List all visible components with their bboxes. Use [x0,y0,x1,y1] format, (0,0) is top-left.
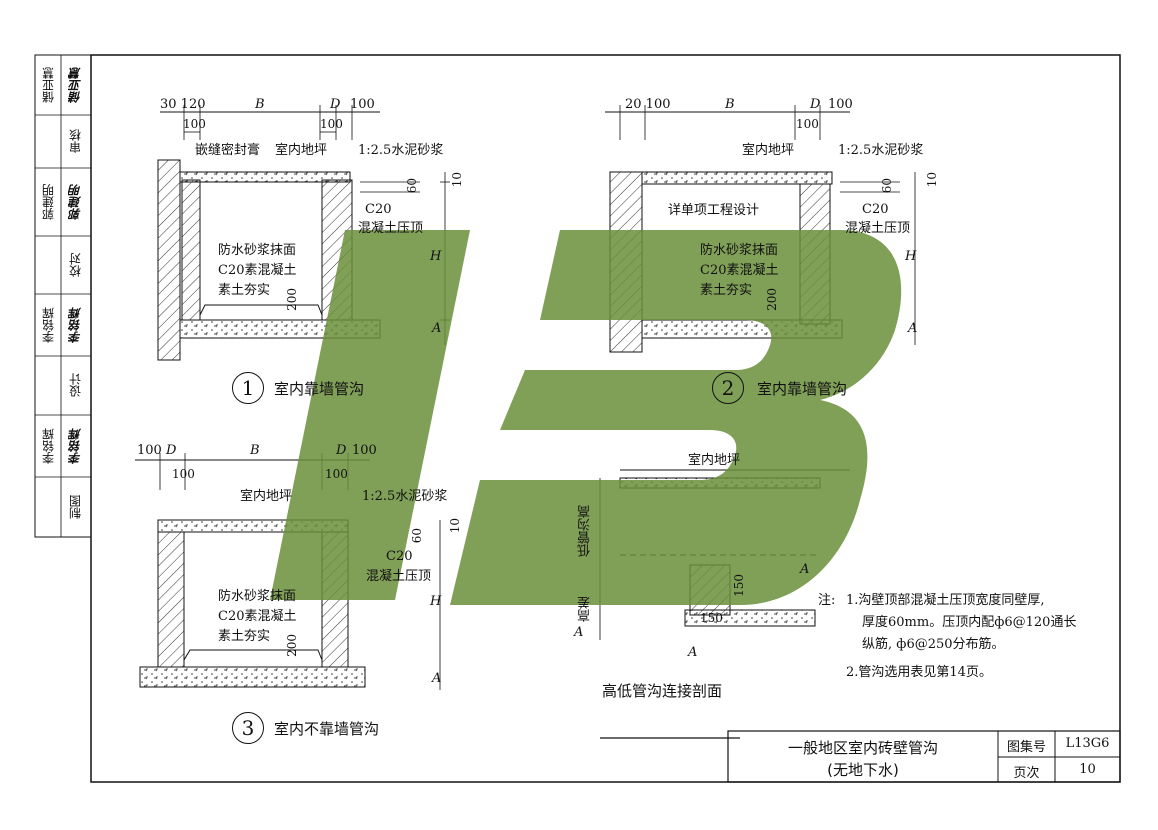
d2-number-circle: 2 [712,372,744,404]
d2-dim-right100: 100 [828,97,853,112]
sidebar-role-design: 设计 [68,373,83,398]
drawing-subtitle: (无地下水) [827,761,899,779]
sidebar-name-1: 储亚慧 [41,67,56,103]
d3-dim-10: 10 [448,518,462,534]
d1-label-coping: 混凝土压顶 [358,221,424,236]
d1-dim-sub100b: 100 [320,117,343,131]
d3-dim-sub100a: 100 [172,467,195,481]
page-number-value: 10 [1079,762,1096,777]
d2-dim-A: A [908,321,918,336]
d3-dim-H: H [430,594,442,609]
atlas-number-label: 图集号 [1006,740,1046,755]
section-A2: A [574,625,584,640]
d3-label-mortar: 1:2.5水泥砂浆 [362,489,448,504]
note-1-line-3: 纵筋, ф6@250分布筋。 [862,637,1005,652]
section-label-low-height: 低管沟高 [578,505,593,557]
d1-label-floor: 室内地坪 [275,143,328,158]
sidebar-name-3: 李铭辉 [41,307,56,343]
d3-dim-A: A [432,671,442,686]
d3-label-coping: 混凝土压顶 [366,569,432,584]
section-A1: A [800,562,810,577]
d1-dim-B: B [255,97,265,112]
sidebar-name-2: 郭建明 [41,184,56,220]
d1-dim-200: 200 [285,288,299,311]
d3-dim-left100: 100 [137,443,162,458]
d3-layer-3: 素土夯实 [218,629,271,644]
d1-label-c20: C20 [365,202,392,217]
d2-label-design: 详单项工程设计 [668,203,760,218]
d2-dim-sub100: 100 [796,117,819,131]
d1-dim-H: H [430,249,442,264]
sidebar-role-drafting: 制图 [68,495,83,519]
section-caption: 高低管沟连接剖面 [602,682,723,700]
sidebar-name-4: 李铭辉 [41,428,56,464]
note-2: 2.管沟选用表见第14页。 [846,665,992,680]
title-block: 一般地区室内砖壁管沟 (无地下水) 图集号 L13G6 页次 10 [728,731,1120,782]
sidebar-role-review: 审核 [68,129,83,154]
d2-label-c20: C20 [862,202,889,217]
notes-label: 注: [818,593,836,608]
d1-dim-D: D [330,97,341,112]
sidebar-signature-1: 储亚慧 [68,67,83,103]
d3-dim-right100: 100 [352,443,377,458]
d2-label-coping: 混凝土压顶 [845,221,911,236]
section-A3: A [688,645,698,660]
section-dim-150a: 150 [732,574,746,597]
d3-dim-D1: D [166,443,177,458]
d2-dim-200: 200 [765,288,779,311]
d1-dim-sub100a: 100 [183,117,206,131]
section-dim-150b: 150 [700,611,723,625]
d2-dim-D: D [810,97,821,112]
d2-caption: 室内靠墙管沟 [757,380,848,398]
d2-dim-60: 60 [880,178,894,194]
page-number-label: 页次 [1013,766,1040,781]
d1-dim-right100: 100 [350,97,375,112]
d3-number-circle: 3 [232,712,264,744]
d2-label-mortar: 1:2.5水泥砂浆 [838,143,924,158]
sidebar-signature-2: 郭建明 [68,184,83,220]
sidebar-role-check: 校对 [68,253,83,277]
d1-layer-1: 防水砂浆抹面 [218,243,297,258]
section-label-floor: 室内地坪 [688,453,741,468]
drawing-title: 一般地区室内砖壁管沟 [787,739,938,757]
d3-label-c20: C20 [386,549,413,564]
d1-layer-3: 素土夯实 [218,283,271,298]
d3-layer-1: 防水砂浆抹面 [218,589,297,604]
d1-caption: 室内靠墙管沟 [274,380,365,398]
d3-dim-sub100b: 100 [325,467,348,481]
sidebar-signature-4: 李铭辉 [68,428,83,464]
d1-number-circle: 1 [232,372,264,404]
note-1-line-1: 1.沟壁顶部混凝土压顶宽度同壁厚, [846,593,1045,608]
d2-dim-B: B [725,97,735,112]
sign-off-sidebar: 储亚慧 储亚慧 审核 郭建明 郭建明 校对 李铭辉 李铭辉 设计 李铭辉 李铭辉… [35,55,91,537]
d2-dim-10: 10 [925,172,939,188]
section-label-diff: 高差 [578,596,593,622]
d3-dim-D2: D [336,443,347,458]
d2-dim-H: H [905,249,917,264]
d3-label-floor: 室内地坪 [240,489,293,504]
atlas-number-value: L13G6 [1065,736,1110,751]
d1-label-seal: 嵌缝密封膏 [195,143,261,158]
d2-label-floor: 室内地坪 [742,143,795,158]
d3-dim-B: B [250,443,260,458]
d1-dim-10: 10 [450,172,464,188]
d1-dim-left: 30 120 [160,97,206,112]
d3-dim-200: 200 [285,634,299,657]
d1-dim-60: 60 [405,178,419,194]
sidebar-signature-3: 李铭辉 [68,307,83,343]
d2-layer-2: C20素混凝土 [700,263,779,278]
d2-layer-1: 防水砂浆抹面 [700,243,779,258]
note-1-line-2: 厚度60mm。压顶内配ф6@120通长 [862,615,1077,630]
d2-dim-left: 20 100 [625,97,671,112]
d1-layer-2: C20素混凝土 [218,263,297,278]
d1-dim-A: A [432,321,442,336]
d1-label-mortar: 1:2.5水泥砂浆 [358,143,444,158]
d3-caption: 室内不靠墙管沟 [274,720,380,738]
d2-layer-3: 素土夯实 [700,283,753,298]
d3-dim-60: 60 [410,528,424,544]
d3-layer-2: C20素混凝土 [218,609,297,624]
